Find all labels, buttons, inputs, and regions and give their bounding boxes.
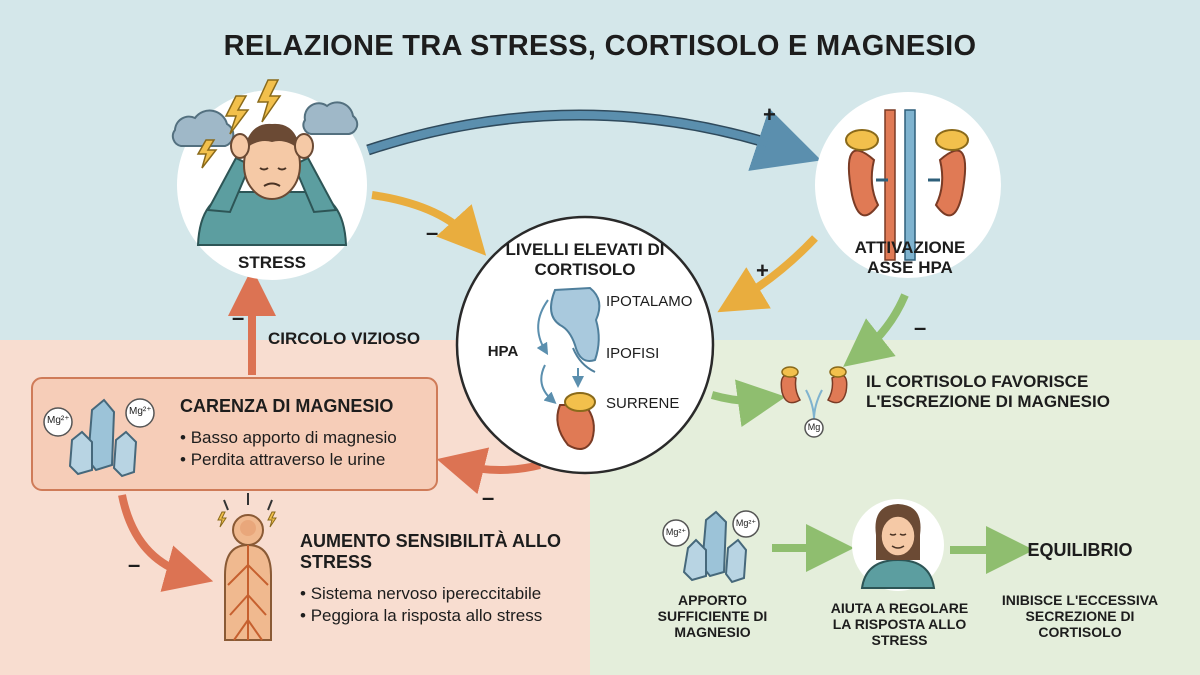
calm-person-illustration — [852, 499, 944, 591]
cloud-icon — [302, 101, 359, 135]
list-item: Basso apporto di magnesio — [180, 428, 430, 448]
inhibit-label: INIBISCE L'ECCESSIVA SECREZIONE DI CORTI… — [1001, 592, 1159, 641]
minus-sign: – — [914, 315, 927, 340]
vicious-circle-label: CIRCOLO VIZIOSO — [268, 329, 421, 348]
stress-illustration — [171, 79, 367, 280]
arrow-cortisol-to-deficiency — [436, 447, 541, 495]
minus-sign: – — [128, 552, 141, 577]
sensitivity-list: Sistema nervoso ipereccitabile Peggiora … — [300, 582, 580, 627]
nervous-system-icon — [217, 493, 277, 641]
diagram-title: RELAZIONE TRA STRESS, CORTISOLO E MAGNES… — [223, 30, 977, 62]
small-kidney-icon — [780, 366, 848, 438]
arrow-stress-to-cortisol — [371, 191, 487, 256]
arrow-deficiency-to-sensitivity — [118, 494, 214, 592]
organ-label-hypothalamus: IPOTALAMO — [606, 293, 693, 310]
hpa-activation-label: ATTIVAZIONE ASSE HPA — [854, 238, 966, 277]
mg-badge: Mg²⁺ — [47, 415, 70, 426]
excretion-label: IL CORTISOLO FAVORISCE L'ESCREZIONE DI M… — [866, 372, 1110, 411]
deficiency-list: Basso apporto di magnesio Perdita attrav… — [180, 426, 430, 471]
crystal-icon — [43, 398, 155, 478]
lightning-icon — [196, 139, 218, 169]
mg-badge: Mg²⁺ — [735, 518, 757, 528]
organ-label-adrenal: SURRENE — [606, 395, 680, 412]
lightning-icon — [267, 511, 277, 528]
kidney-illustration — [815, 92, 1001, 278]
list-item: Perdita attraverso le urine — [180, 450, 430, 470]
mg-badge: Mg — [807, 422, 821, 432]
sensitivity-title: AUMENTO SENSIBILITÀ ALLO STRESS — [300, 531, 561, 572]
lightning-icon — [256, 79, 282, 123]
deficiency-title: CARENZA DI MAGNESIO — [180, 396, 394, 416]
arrow-stress-to-hpa — [366, 108, 822, 171]
stress-label: STRESS — [237, 253, 307, 272]
hpa-axis-illustration — [455, 215, 715, 475]
arrow-cortisol-to-excretion — [710, 379, 786, 428]
equilibrium-label: EQUILIBRIO — [1027, 540, 1133, 560]
cloud-icon — [171, 109, 235, 147]
plus-sign: + — [763, 102, 776, 127]
mg-badge: Mg²⁺ — [665, 527, 687, 537]
hpa-label: HPA — [487, 343, 519, 360]
list-item: Peggiora la risposta allo stress — [300, 606, 580, 626]
supply-label: APPORTO SUFFICIENTE DI MAGNESIO — [657, 592, 768, 641]
minus-sign: – — [232, 305, 245, 330]
arrow-hpa-to-cortisol — [717, 235, 818, 313]
lightning-icon — [224, 95, 250, 135]
organ-label-pituitary: IPOFISI — [606, 345, 660, 362]
list-item: Sistema nervoso ipereccitabile — [300, 584, 580, 604]
regulate-label: AIUTA A REGOLARE LA RISPOSTA ALLO STRESS — [830, 600, 969, 649]
crystal-icon — [662, 510, 760, 584]
mg-badge: Mg²⁺ — [129, 406, 152, 417]
minus-sign: – — [426, 220, 439, 245]
minus-sign: – — [482, 485, 495, 510]
cortisol-label: LIVELLI ELEVATI DI CORTISOLO — [505, 240, 665, 279]
arrow-hpa-to-excretion — [843, 293, 909, 367]
lightning-icon — [217, 511, 227, 528]
plus-sign: + — [756, 258, 769, 283]
